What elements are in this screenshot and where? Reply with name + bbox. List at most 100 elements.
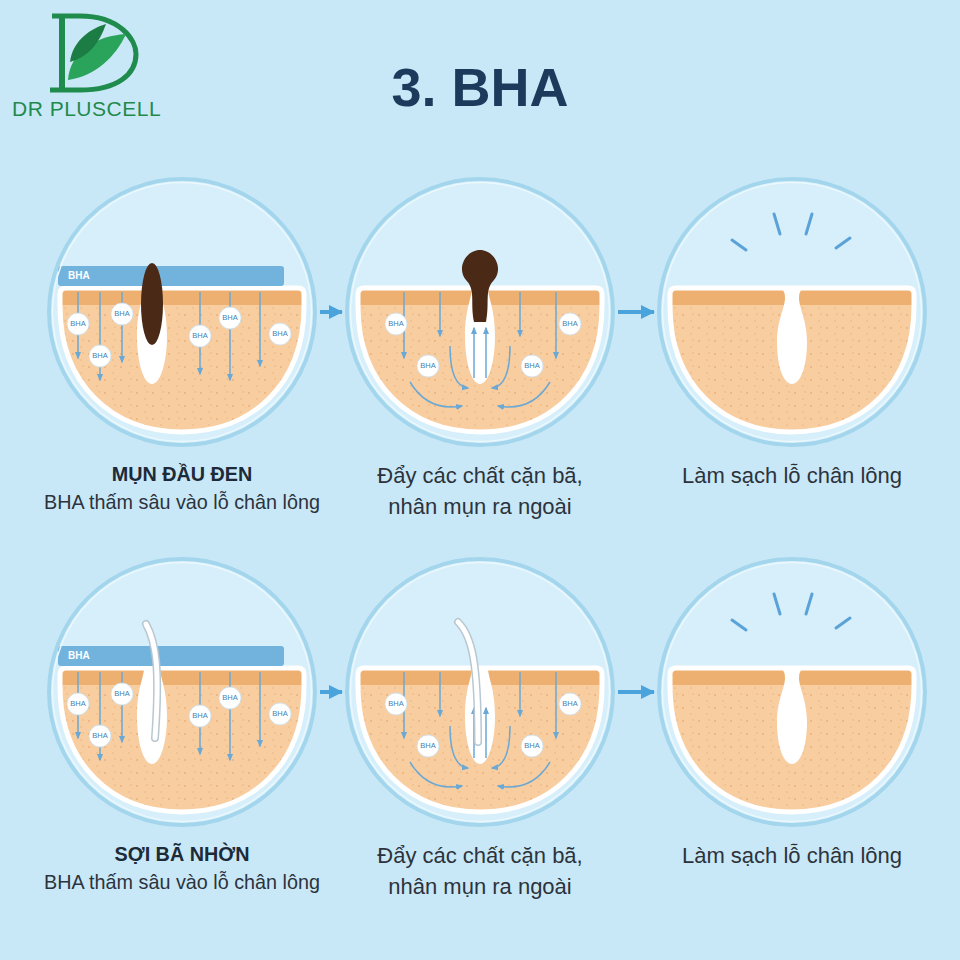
circle-ring bbox=[659, 559, 925, 825]
molecule-label: BHA bbox=[524, 742, 539, 750]
molecule-label: BHA bbox=[272, 330, 287, 338]
circle-ring bbox=[659, 179, 925, 445]
clean-pore bbox=[777, 668, 807, 764]
molecule-label: BHA bbox=[562, 700, 577, 708]
skin-section bbox=[657, 557, 927, 827]
circle-ring bbox=[351, 183, 610, 442]
step-caption: Đẩy các chất cặn bã, nhân mụn ra ngoài bbox=[355, 841, 605, 903]
step-text: Làm sạch lỗ chân lông bbox=[642, 841, 942, 872]
circle-outline bbox=[345, 557, 615, 827]
skin-section bbox=[345, 557, 615, 827]
step-text: SỢI BÃ NHỜNBHA thấm sâu vào lỗ chân lông bbox=[2, 841, 362, 896]
circle-ring bbox=[351, 563, 610, 822]
circle-outline bbox=[47, 557, 317, 827]
molecule-label: BHA bbox=[192, 332, 207, 340]
circle-ring bbox=[53, 183, 312, 442]
brand-name: DR PLUSCELL bbox=[12, 98, 161, 119]
skin-section bbox=[47, 177, 317, 447]
bha-layer bbox=[58, 646, 284, 666]
pore bbox=[137, 668, 167, 764]
molecule-label: BHA bbox=[272, 710, 287, 718]
clean-pore bbox=[777, 288, 807, 384]
flow-arrow bbox=[320, 690, 342, 694]
step-circle: SỢI BÃ NHỜNBHA thấm sâu vào lỗ chân lông bbox=[47, 557, 317, 827]
step-text: MỤN ĐẦU ĐENBHA thấm sâu vào lỗ chân lông bbox=[2, 461, 362, 516]
circle-ring bbox=[663, 563, 922, 822]
skin-section bbox=[657, 177, 927, 447]
filament-edge bbox=[458, 622, 478, 742]
clean-pore-illustration bbox=[657, 177, 927, 447]
step-caption: Làm sạch lỗ chân lông bbox=[642, 461, 942, 492]
flow-arrow bbox=[320, 310, 342, 314]
molecule-label: BHA bbox=[192, 712, 207, 720]
circle-ring bbox=[663, 183, 922, 442]
step-circle: MỤN ĐẦU ĐENBHA thấm sâu vào lỗ chân lông bbox=[47, 177, 317, 447]
molecule-bubbles bbox=[67, 683, 291, 747]
step-heading: MỤN ĐẦU ĐEN bbox=[2, 461, 362, 489]
molecule-label: BHA bbox=[222, 694, 237, 702]
molecule-label: BHA bbox=[92, 732, 107, 740]
logo-stroke bbox=[50, 16, 136, 90]
molecule-label: BHA bbox=[388, 700, 403, 708]
molecule-label: BHA bbox=[388, 320, 403, 328]
step-text: Làm sạch lỗ chân lông bbox=[642, 461, 942, 492]
band-label: BHA bbox=[68, 271, 90, 281]
molecule-bubbles bbox=[385, 313, 581, 377]
sebaceous-filament bbox=[146, 624, 157, 738]
brand-logo bbox=[50, 16, 136, 90]
circle-outline bbox=[657, 177, 927, 447]
molecule-label: BHA bbox=[70, 320, 85, 328]
circle-ring bbox=[347, 179, 613, 445]
bha-layer bbox=[58, 266, 284, 286]
step-circle: Làm sạch lỗ chân lông bbox=[657, 177, 927, 447]
flow-arrow bbox=[618, 310, 654, 314]
molecule-label: BHA bbox=[222, 314, 237, 322]
clean-rays bbox=[732, 214, 850, 250]
filament-illustration bbox=[47, 557, 317, 827]
band-label: BHA bbox=[68, 651, 90, 661]
skin-section bbox=[47, 557, 317, 827]
circle-ring bbox=[53, 563, 312, 822]
molecule-label: BHA bbox=[92, 352, 107, 360]
skin-section bbox=[345, 177, 615, 447]
step-circle: Đẩy các chất cặn bã, nhân mụn ra ngoài bbox=[345, 177, 615, 447]
circle-outline bbox=[345, 177, 615, 447]
molecule-label: BHA bbox=[562, 320, 577, 328]
step-text: Đẩy các chất cặn bã, nhân mụn ra ngoài bbox=[355, 461, 605, 523]
step-caption: Làm sạch lỗ chân lông bbox=[642, 841, 942, 872]
penetration-arrows bbox=[78, 292, 260, 380]
push-out-illustration bbox=[345, 557, 615, 827]
step-circle: Làm sạch lỗ chân lông bbox=[657, 557, 927, 827]
logo-stroke bbox=[59, 16, 65, 88]
sebaceous-filament bbox=[458, 622, 478, 742]
step-caption: BHA thấm sâu vào lỗ chân lông bbox=[2, 869, 362, 897]
molecule-label: BHA bbox=[420, 362, 435, 370]
blackhead-illustration bbox=[47, 177, 317, 447]
circle-ring bbox=[49, 559, 315, 825]
step-caption: Đẩy các chất cặn bã, nhân mụn ra ngoài bbox=[355, 461, 605, 523]
blackhead bbox=[141, 263, 163, 345]
flow-arrow bbox=[618, 690, 654, 694]
step-caption: BHA thấm sâu vào lỗ chân lông bbox=[2, 489, 362, 517]
step-text: Đẩy các chất cặn bã, nhân mụn ra ngoài bbox=[355, 841, 605, 903]
molecule-bubbles bbox=[67, 303, 291, 367]
step-circle: Đẩy các chất cặn bã, nhân mụn ra ngoài bbox=[345, 557, 615, 827]
molecule-label: BHA bbox=[420, 742, 435, 750]
molecule-label: BHA bbox=[70, 700, 85, 708]
molecule-bubbles bbox=[385, 693, 581, 757]
circle-ring bbox=[347, 559, 613, 825]
logo-leaf bbox=[70, 24, 106, 62]
penetration-arrows bbox=[78, 672, 260, 760]
clean-pore-illustration bbox=[657, 557, 927, 827]
push-out-illustration bbox=[345, 177, 615, 447]
blackhead bbox=[462, 250, 498, 322]
filament-edge bbox=[146, 624, 157, 738]
circle-ring bbox=[49, 179, 315, 445]
circle-outline bbox=[657, 557, 927, 827]
molecule-label: BHA bbox=[524, 362, 539, 370]
circle-outline bbox=[47, 177, 317, 447]
molecule-label: BHA bbox=[114, 310, 129, 318]
step-heading: SỢI BÃ NHỜN bbox=[2, 841, 362, 869]
molecule-label: BHA bbox=[114, 690, 129, 698]
